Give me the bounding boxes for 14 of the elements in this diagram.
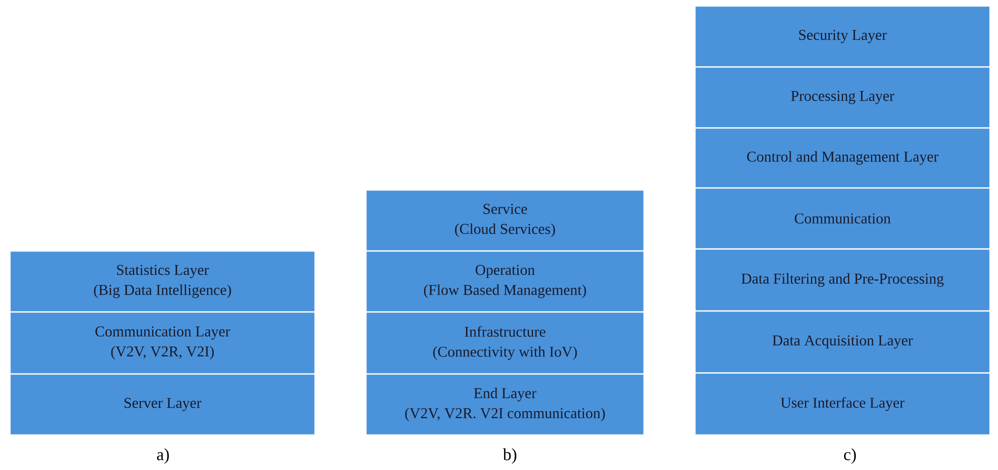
layer-box: Security Layer [694, 5, 991, 68]
layer-box: Data Filtering and Pre-Processing [694, 248, 991, 312]
layer-box: Statistics Layer (Big Data Intelligence) [9, 250, 316, 313]
layer-box: Infrastructure (Connectivity with IoV) [365, 311, 645, 375]
layer-box: User Interface Layer [694, 372, 991, 436]
layer-box: End Layer (V2V, V2R. V2I communication) [365, 373, 645, 436]
layer-box: Data Acquisition Layer [694, 310, 991, 374]
layer-box: Processing Layer [694, 66, 991, 129]
layer-box: Control and Management Layer [694, 127, 991, 189]
layer-box: Communication [694, 187, 991, 250]
layer-box: Communication Layer (V2V, V2R, V2I) [9, 311, 316, 375]
layer-box: Server Layer [9, 373, 316, 436]
layer-box: Operation (Flow Based Management) [365, 250, 645, 313]
layer-box: Service (Cloud Services) [365, 189, 645, 252]
